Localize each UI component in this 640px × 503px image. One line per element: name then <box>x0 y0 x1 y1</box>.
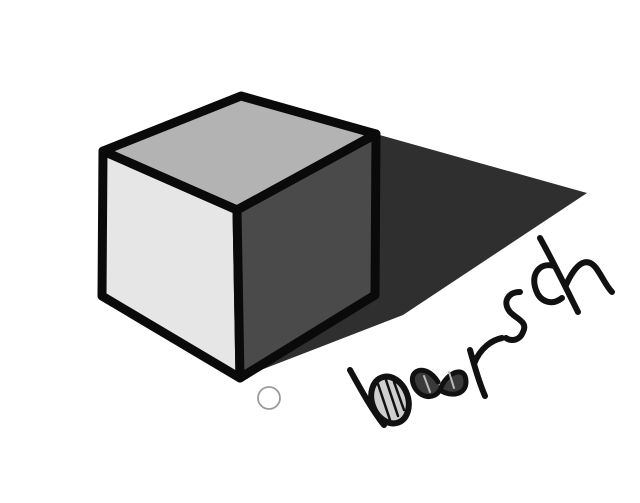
cursor-ring-icon <box>257 386 281 410</box>
logo-letter-h <box>537 235 615 315</box>
logo-letter-r <box>467 335 505 399</box>
borsch-logo <box>347 235 615 428</box>
logo-letter-b-hatch <box>376 378 406 422</box>
cube-right-face <box>232 129 381 383</box>
logo-letter-c <box>531 262 565 306</box>
heart-hatch <box>423 371 455 393</box>
heart-icon <box>409 367 469 399</box>
logo-letter-s <box>503 289 528 343</box>
